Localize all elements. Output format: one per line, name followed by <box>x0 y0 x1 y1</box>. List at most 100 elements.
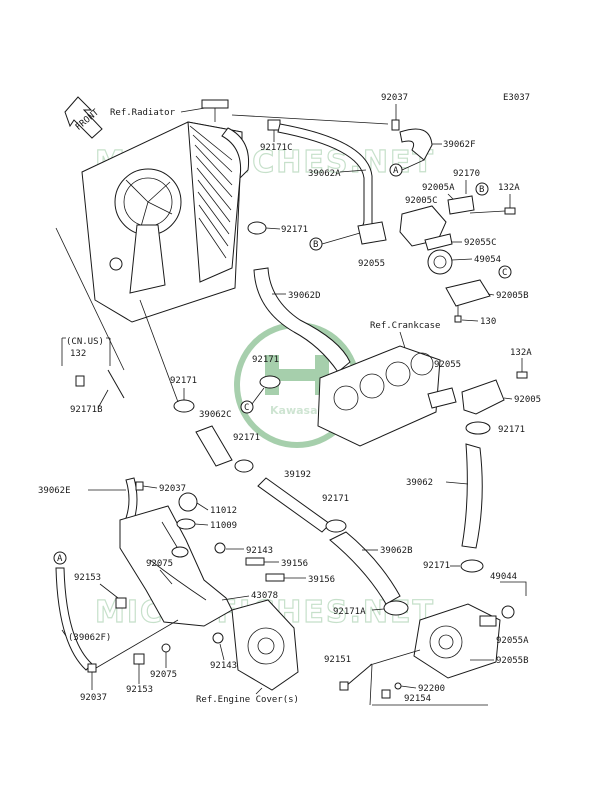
callout-a-bottom <box>53 551 67 565</box>
part-label-39062a: 39062A <box>308 169 341 179</box>
clamp-92171-d <box>173 399 195 413</box>
clamp-92171-b <box>259 375 281 389</box>
part-label-92075-a: 92075 <box>146 559 173 569</box>
gasket-92055-a <box>357 221 387 245</box>
clamp-92171-g <box>460 559 484 573</box>
part-label-92171-f: 92171 <box>322 494 349 504</box>
washer-92075-b <box>161 643 171 653</box>
part-label-92143-a: 92143 <box>246 546 273 556</box>
gasket-92055c <box>424 233 453 251</box>
part-label-92171c: 92171C <box>260 143 293 153</box>
part-label-39062d: 39062D <box>288 291 321 301</box>
part-label-92171-c: 92171 <box>498 425 525 435</box>
ref-engine-cover-label: Ref.Engine Cover(s) <box>196 695 299 705</box>
fitting-92005 <box>461 379 505 415</box>
thermostat-housing-92005b <box>445 279 491 307</box>
front-arrow-icon: FRONT <box>64 96 103 139</box>
ref-radiator-label: Ref.Radiator <box>110 108 176 118</box>
clamp-92171c <box>267 119 281 131</box>
part-label-92171b: 92171B <box>70 405 103 415</box>
part-label-92005: 92005 <box>514 395 541 405</box>
part-label-11009: 11009 <box>210 521 237 531</box>
clamp-92037-top <box>391 119 400 131</box>
part-label-39062f-paren: (39062F) <box>68 633 111 643</box>
hose-39062a <box>277 123 373 239</box>
callout-c-left <box>240 400 254 414</box>
part-label-92005c: 92005C <box>405 196 438 206</box>
part-label-92037-bot: 92037 <box>80 693 107 703</box>
callout-c-left-letter: C <box>244 403 249 413</box>
washer-92200 <box>394 682 402 690</box>
part-label-92055-b: 92055 <box>434 360 461 370</box>
water-pump-49044 <box>413 603 501 679</box>
clamp-92171-a <box>247 221 267 235</box>
diagram-code: E3037 <box>503 93 530 103</box>
part-label-39156-a: 39156 <box>281 559 308 569</box>
bolt-92154 <box>381 689 391 699</box>
crankcase-block <box>317 345 441 447</box>
callout-b-left-letter: B <box>313 240 318 250</box>
part-label-39192: 39192 <box>284 470 311 480</box>
callout-a-bottom-letter: A <box>57 554 63 564</box>
part-label-11012: 11012 <box>210 506 237 516</box>
callout-c-right <box>498 265 512 279</box>
clamp-92171-f <box>325 519 347 533</box>
pipe-39192 <box>257 477 331 533</box>
kawasaki-logo-text: Kawasaki <box>270 404 329 417</box>
clamp-92037-bot <box>87 663 97 673</box>
part-label-39062c: 39062C <box>199 410 232 420</box>
callout-a-top-letter: A <box>393 166 399 176</box>
part-label-92171a: 92171A <box>333 607 366 617</box>
part-label-92005b: 92005B <box>496 291 529 301</box>
bolt-132 <box>75 375 85 387</box>
hose-39062f-lower <box>55 567 93 671</box>
part-label-92200: 92200 <box>418 684 445 694</box>
hose-39062 <box>461 443 483 549</box>
bolt-92151 <box>339 681 349 691</box>
ref-crankcase-label: Ref.Crankcase <box>370 321 440 331</box>
clamp-92171a <box>383 600 409 616</box>
part-label-92171-g: 92171 <box>423 561 450 571</box>
part-label-92153-a: 92153 <box>74 573 101 583</box>
part-label-92171-b: 92171 <box>252 355 279 365</box>
damper-39156-b <box>265 573 285 582</box>
part-label-92171-e: 92171 <box>233 433 260 443</box>
part-label-39062f: 39062F <box>443 140 476 150</box>
fitting-92005a <box>447 195 475 215</box>
clamp-92171-c <box>465 421 491 435</box>
part-label-92055c: 92055C <box>464 238 497 248</box>
hose-39062f <box>399 128 433 161</box>
part-label-130: 130 <box>480 317 496 327</box>
part-label-92037-top: 92037 <box>381 93 408 103</box>
part-label-92171-d: 92171 <box>170 376 197 386</box>
part-label-39062: 39062 <box>406 478 433 488</box>
thermostat-49054 <box>427 249 453 275</box>
hose-39062e <box>125 477 138 521</box>
part-label-92037-mid: 92037 <box>159 484 186 494</box>
model-note-part: 132 <box>70 349 86 359</box>
bolt-92143-a <box>214 542 226 554</box>
gasket-92055-b <box>427 387 457 409</box>
part-label-92005a: 92005A <box>422 183 455 193</box>
callout-b-right <box>475 182 489 196</box>
clamp-92171-e <box>234 459 254 473</box>
part-label-43078: 43078 <box>251 591 278 601</box>
part-label-92055-a: 92055 <box>358 259 385 269</box>
callout-b-right-letter: B <box>479 185 484 195</box>
part-label-92055b: 92055B <box>496 656 529 666</box>
bolt-92153-b <box>133 653 145 665</box>
seal-11009 <box>176 518 196 530</box>
part-label-39156-b: 39156 <box>308 575 335 585</box>
part-label-92170: 92170 <box>453 169 480 179</box>
part-label-92143-b: 92143 <box>210 661 237 671</box>
engine-cover <box>231 599 299 691</box>
part-label-92171-a: 92171 <box>281 225 308 235</box>
callout-c-right-letter: C <box>502 268 507 278</box>
bolt-132a-mid <box>516 371 528 379</box>
clamp-92037-mid <box>135 481 144 491</box>
radiator-assembly <box>81 99 250 323</box>
part-label-92153-b: 92153 <box>126 685 153 695</box>
cap-11012 <box>178 492 198 512</box>
part-label-92151: 92151 <box>324 655 351 665</box>
